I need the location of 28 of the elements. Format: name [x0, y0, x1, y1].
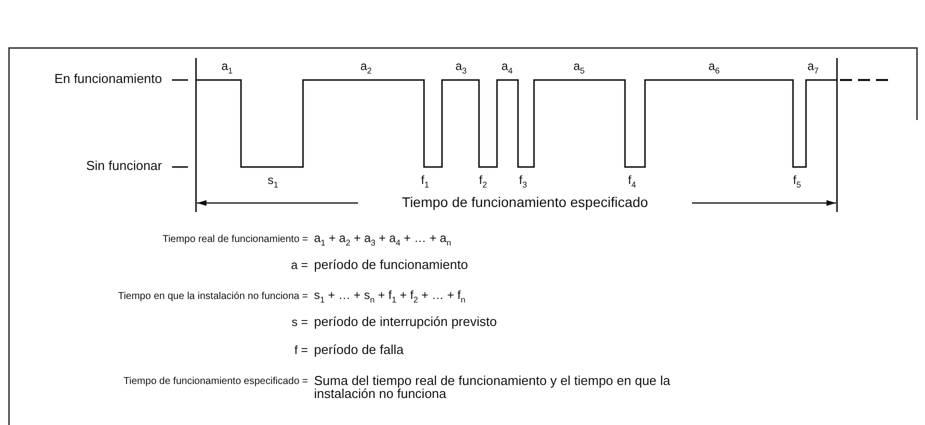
- formula-term: Tiempo real de funcionamiento =: [162, 234, 308, 245]
- period-label: f$_{1}$: [421, 174, 429, 190]
- period-label: a$_{1}$: [221, 60, 233, 76]
- period-label: f$_{5}$: [793, 174, 801, 190]
- formula-text: s$_{1}$ + … + s$_{n}$ + f$_{1}$ + f$_{2}$ + … + f$_{n}$: [314, 289, 466, 305]
- formula-term: s =: [292, 316, 308, 330]
- period-label: f$_{3}$: [519, 174, 527, 190]
- definition-text: Suma del tiempo real de funcionamiento y el tiempo en que la instalación no funciona: [314, 374, 672, 400]
- definition-text: período de falla: [314, 343, 404, 358]
- formula-term: Tiempo de funcionamiento especificado =: [124, 376, 308, 387]
- dimension-label: Tiempo de funcionamiento especificado: [402, 195, 648, 210]
- period-label: a$_{5}$: [573, 60, 585, 76]
- formula-term: Tiempo en que la instalación no funciona =: [118, 291, 308, 302]
- formula-term: a =: [290, 259, 308, 272]
- period-label: a$_{7}$: [807, 60, 819, 76]
- definition-text: período de funcionamiento: [314, 258, 468, 272]
- formula-term: f =: [294, 344, 308, 358]
- period-label: s$_{1}$: [268, 174, 278, 190]
- period-label: f$_{4}$: [628, 174, 636, 190]
- period-label: a$_{4}$: [501, 60, 513, 76]
- period-label: f$_{2}$: [479, 174, 487, 190]
- state-label: Sin funcionar: [86, 159, 162, 174]
- period-label: a$_{2}$: [360, 60, 372, 76]
- period-label: a$_{6}$: [708, 60, 720, 76]
- definition-text: período de interrupción previsto: [314, 315, 497, 330]
- state-label: En funcionamiento: [54, 72, 162, 86]
- formula-text: a$_{1}$ + a$_{2}$ + a$_{3}$ + a$_{4}$ + … + a$_{n}$: [314, 232, 452, 248]
- period-label: a$_{3}$: [455, 60, 467, 76]
